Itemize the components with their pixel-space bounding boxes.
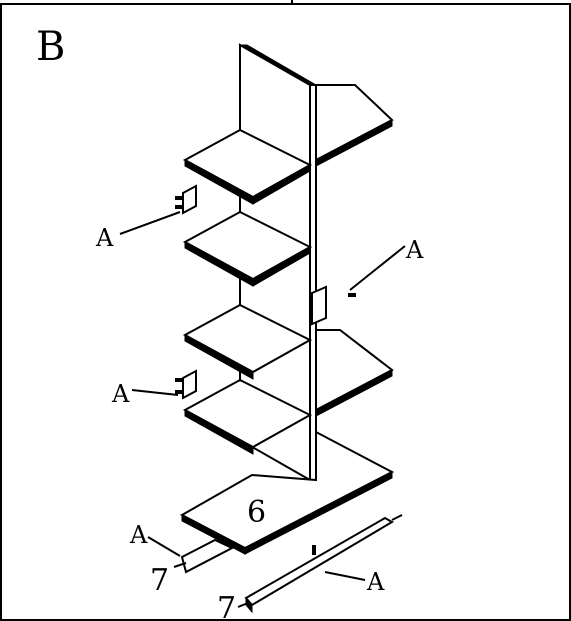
shelf-left-4: [182, 378, 313, 455]
leader-a5: [324, 571, 366, 581]
diagram-border: [0, 3, 571, 621]
rail-bottom-left: [173, 538, 235, 574]
bracket-left-1: [175, 184, 197, 215]
part-label-a5: A: [366, 568, 385, 596]
screw-number-7b: 7: [217, 591, 236, 621]
base-board: [179, 430, 395, 555]
leader-a1: [119, 211, 181, 235]
shelf-left-2: [182, 210, 313, 287]
leader-a4: [147, 536, 181, 557]
shelf-left-1: [182, 128, 313, 205]
shelf-left-3: [182, 303, 313, 380]
part-label-a3: A: [111, 380, 130, 408]
bracket-left-2: [175, 369, 197, 400]
part-label-a4: A: [129, 521, 148, 549]
leader-a2: [349, 245, 406, 291]
board-number-6: 6: [247, 495, 266, 530]
part-label-a2: A: [405, 236, 424, 264]
rail-bottom-right: [237, 514, 403, 614]
shelf-right-mid: [315, 329, 394, 417]
screw-number-7a: 7: [150, 563, 169, 598]
part-label-a1: A: [95, 224, 114, 252]
bracket-right-mid: [311, 285, 356, 326]
shelf-right-top: [315, 84, 394, 167]
leader-a3: [131, 389, 179, 396]
section-label: B: [36, 24, 65, 70]
